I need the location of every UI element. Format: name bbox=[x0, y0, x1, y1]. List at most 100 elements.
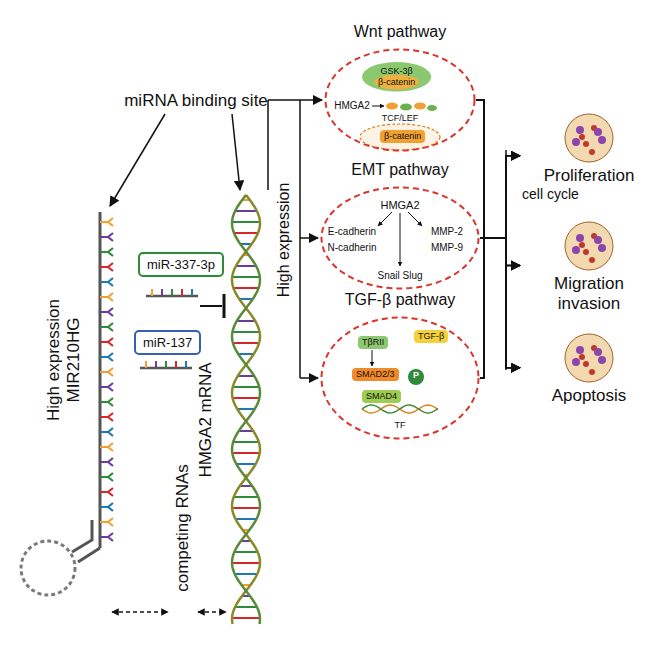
text-label: TF bbox=[395, 420, 406, 430]
helix-rung bbox=[232, 562, 260, 564]
binding-tick bbox=[100, 368, 113, 376]
node-text: TGF-β bbox=[418, 331, 444, 342]
binding-tick bbox=[100, 443, 113, 451]
binding-tick bbox=[100, 398, 113, 406]
text-label: N-cadherin bbox=[328, 242, 377, 254]
hairpin-stem bbox=[72, 520, 100, 562]
helix-rung bbox=[238, 375, 255, 377]
helix-rung bbox=[232, 452, 259, 454]
vertical-label: High expression MIR210HG bbox=[44, 290, 83, 430]
binding-tick bbox=[100, 263, 113, 271]
helix-rung bbox=[233, 287, 258, 289]
smad-box: SMAD2/3 bbox=[352, 368, 399, 381]
binding-ticks bbox=[100, 218, 113, 541]
binding-tick bbox=[100, 473, 113, 481]
pointer-arrow bbox=[232, 114, 240, 190]
binding-tick bbox=[100, 458, 113, 466]
binding-tick bbox=[100, 323, 113, 331]
node-text: β-catenin bbox=[378, 77, 415, 88]
small-arrow bbox=[372, 106, 384, 107]
helix-rung bbox=[232, 331, 259, 333]
text-label: HMGA2 bbox=[380, 199, 419, 212]
hairpin-loop bbox=[21, 541, 75, 595]
text-label: E-cadherin bbox=[328, 226, 376, 238]
node-text: miR-137 bbox=[143, 335, 192, 350]
mirna-tick bbox=[165, 361, 167, 368]
flow-arrow bbox=[480, 238, 520, 368]
vertical-label: competing RNAs bbox=[173, 464, 193, 592]
bracket-arrow bbox=[300, 237, 318, 239]
protein-box: β-catenin bbox=[380, 130, 425, 143]
helix-rung bbox=[236, 265, 256, 267]
binding-tick bbox=[100, 293, 113, 301]
helix-rung bbox=[239, 298, 253, 300]
bracket-arrow bbox=[300, 99, 322, 101]
helix-rung bbox=[233, 441, 259, 443]
bracket-arrow bbox=[300, 377, 318, 379]
cell-picture bbox=[522, 330, 656, 386]
mirna-tick bbox=[155, 361, 157, 368]
helix-rung bbox=[237, 408, 255, 410]
node-text: P bbox=[408, 369, 424, 381]
mirna-tick bbox=[191, 289, 193, 296]
destruction-complex: GSK-3ββ-catenin bbox=[362, 62, 431, 92]
lncrna-strand bbox=[99, 212, 102, 548]
node-text: β-catenin bbox=[384, 131, 421, 142]
flow-arrow bbox=[480, 156, 520, 238]
binding-tick bbox=[100, 308, 113, 316]
flow-arrow bbox=[480, 238, 520, 266]
competing-arrow bbox=[198, 611, 226, 613]
helix-strand bbox=[232, 195, 260, 624]
binding-tick bbox=[100, 488, 113, 496]
helix-rung bbox=[235, 573, 258, 575]
text-label: MMP-9 bbox=[431, 242, 463, 254]
helix-rung bbox=[236, 463, 255, 465]
node-text: TβRII bbox=[362, 337, 384, 348]
text-label: miRNA binding site bbox=[124, 91, 268, 111]
pathway-title: TGF-β pathway bbox=[345, 291, 456, 309]
flow-arrow bbox=[476, 100, 520, 238]
vertical-label: High expression bbox=[275, 183, 293, 298]
binding-tick bbox=[100, 518, 113, 526]
pathway-ellipse: GSK-3ββ-cateninβ-cateninWnt pathway bbox=[324, 48, 476, 152]
helix-rung bbox=[233, 397, 260, 399]
helix-rung bbox=[235, 606, 257, 608]
binding-tick bbox=[100, 353, 113, 361]
node-text: miR-337-3p bbox=[147, 257, 215, 272]
node-text: GSK-3β bbox=[378, 66, 415, 77]
vertical-label: HMGA2 mRNA bbox=[196, 362, 216, 477]
pointer-arrow bbox=[110, 114, 165, 206]
mirna-tick bbox=[181, 289, 183, 296]
helix-rung bbox=[235, 210, 257, 212]
mirna-tick bbox=[151, 289, 153, 296]
cell-picture bbox=[522, 218, 656, 274]
binding-tick bbox=[100, 503, 113, 511]
competing-arrow bbox=[112, 611, 168, 613]
pathway-title: EMT pathway bbox=[351, 161, 449, 179]
binding-tick bbox=[100, 413, 113, 421]
helix-rung bbox=[237, 320, 255, 322]
bracket-line bbox=[299, 100, 301, 378]
outcome: Apoptosis bbox=[522, 330, 656, 406]
helix-strand bbox=[232, 195, 260, 624]
outcome: Migration invasion bbox=[522, 218, 656, 313]
mirna-tick bbox=[171, 289, 173, 296]
mirna-box: miR-137 bbox=[134, 330, 201, 355]
helix-rung bbox=[234, 496, 259, 498]
flow-arrow bbox=[476, 100, 520, 266]
bracket-line bbox=[267, 100, 269, 190]
receptor-box: TβRII bbox=[358, 336, 388, 349]
helix-rung bbox=[239, 430, 254, 432]
binding-tick bbox=[100, 533, 113, 541]
helix-rung bbox=[232, 276, 260, 278]
phospho-circle: P bbox=[408, 369, 424, 385]
helix-rung bbox=[232, 617, 260, 619]
mirna-tick bbox=[145, 361, 147, 368]
helix-rung bbox=[238, 353, 254, 355]
mirna-tick bbox=[185, 361, 187, 368]
text-label: Snail Slug bbox=[375, 270, 424, 282]
bracket-line bbox=[268, 99, 300, 101]
helix-rung bbox=[232, 507, 260, 509]
